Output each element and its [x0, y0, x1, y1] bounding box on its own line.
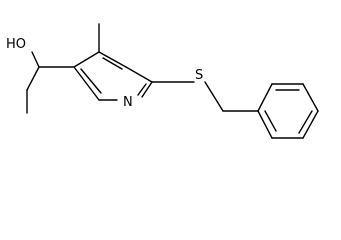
- chemical-structure-diagram: HO N S: [6, 23, 319, 139]
- bond-carbinol-oh: [31, 51, 40, 68]
- hydroxyl-label: HO: [6, 37, 26, 52]
- bond-c3-c4: [73, 51, 100, 68]
- bond-c5-c6: [125, 66, 153, 83]
- bond-c2-c3-inner: [80, 68, 102, 94]
- benzene-ring: [257, 83, 319, 139]
- benzene-bond-4: [302, 110, 319, 139]
- bond-c4-c5: [98, 51, 127, 68]
- bond-c4-c5-inner: [102, 57, 123, 70]
- benzene-bond-3: [302, 83, 319, 112]
- bond-s-ch2: [204, 81, 224, 112]
- bond-carbinol-ch2: [26, 66, 40, 91]
- nitrogen-label: N: [123, 95, 133, 110]
- benzene-bond-6: [257, 110, 273, 139]
- pyridine-ring: [73, 51, 153, 101]
- bond-c6-n-inner: [137, 83, 147, 96]
- benzene-bond-6-inner: [264, 110, 277, 132]
- sulfur-label: S: [195, 68, 203, 83]
- benzene-bond-1: [257, 83, 273, 112]
- bond-c6-n: [141, 81, 153, 98]
- benzene-bond-4-inner: [298, 110, 313, 134]
- bond-c2-c3: [73, 66, 100, 101]
